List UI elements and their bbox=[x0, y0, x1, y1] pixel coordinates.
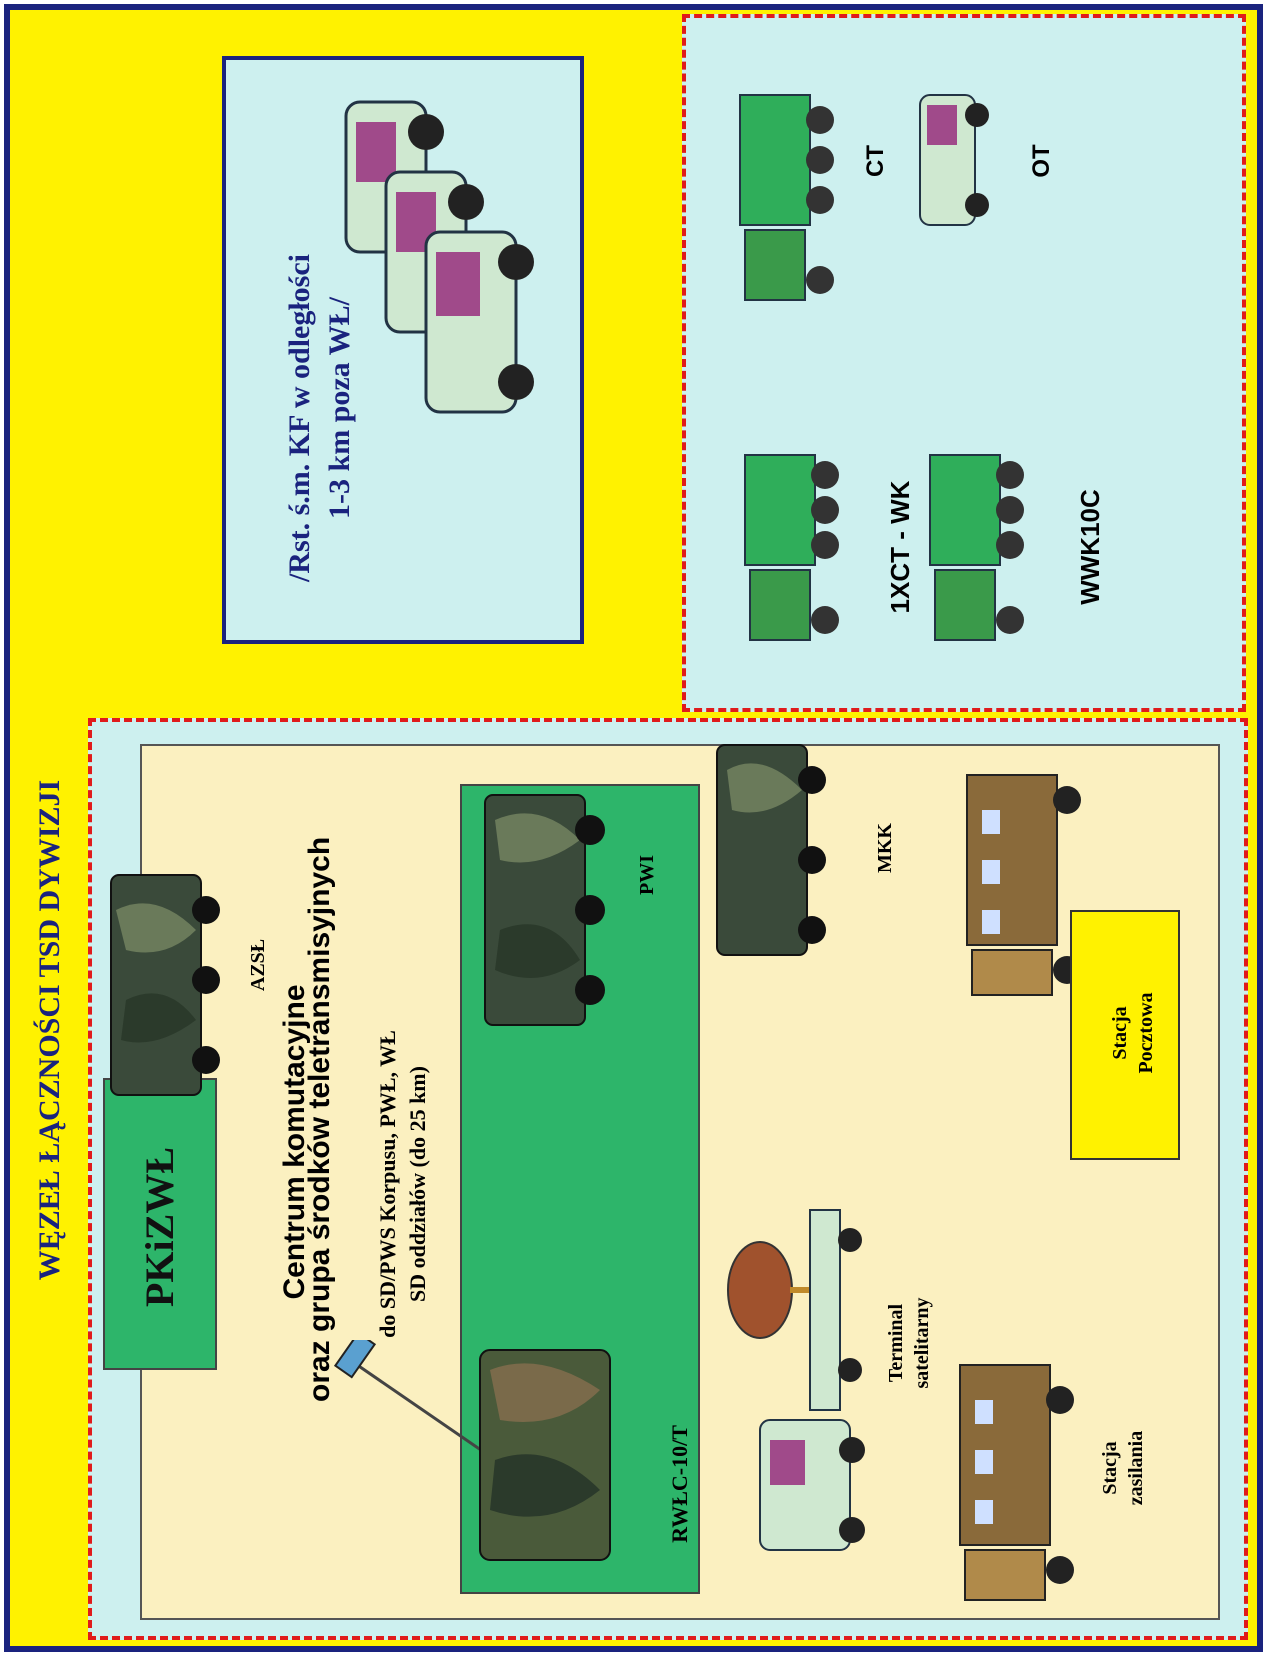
stacja-zasilania-truck-icon bbox=[955, 1360, 1085, 1610]
azsl-truck-icon bbox=[106, 870, 226, 1100]
terminal-line1: Terminal bbox=[883, 1283, 909, 1403]
do-sd-line2: SD oddziałów (do 25 km) bbox=[404, 994, 432, 1374]
mkk-truck-icon bbox=[712, 740, 832, 960]
ot-jeep-icon bbox=[915, 90, 995, 240]
label-1xct-wk: 1XCT - WK bbox=[883, 467, 917, 627]
label-pkizwl: PKiZWŁ bbox=[138, 1127, 182, 1327]
label-wwk10c: WWK10C bbox=[1073, 467, 1107, 627]
stacja-pocztowa-line1: Stacja bbox=[1107, 983, 1133, 1083]
label-ct: CT bbox=[861, 131, 891, 191]
label-rwlc: RWŁC-10/T bbox=[666, 1404, 694, 1564]
pwi-truck-icon bbox=[480, 790, 610, 1030]
diagram-title: WĘZEŁ ŁĄCZNOŚCI TSD DYWIZJI bbox=[30, 640, 70, 1420]
do-sd-line1: do SD/PWS Korpusu, PWŁ, WŁ bbox=[374, 994, 402, 1374]
rwlc-truck-icon bbox=[330, 1340, 620, 1570]
label-azsl: AZSŁ bbox=[245, 925, 271, 1005]
satellite-terminal-icon bbox=[715, 1200, 865, 1560]
ct-truck-icon bbox=[735, 90, 855, 310]
stacja-pocztowa-line2: Pocztowa bbox=[1133, 983, 1159, 1083]
label-pwi: PWI bbox=[634, 845, 660, 905]
stacja-zasilania-line1: Stacja bbox=[1097, 1418, 1123, 1518]
centrum-line2: oraz grupa środków teletransmisyjnych bbox=[303, 882, 337, 1402]
rst-line1: /Rst. ś.m. KF w odległości bbox=[282, 218, 318, 618]
wwk10c-truck-icon bbox=[925, 450, 1045, 650]
radio-jeep-group-icon bbox=[336, 92, 536, 422]
label-mkk: MKK bbox=[872, 818, 898, 878]
1xct-wk-truck-icon bbox=[740, 450, 860, 650]
stacja-zasilania-line2: zasilania bbox=[1123, 1418, 1149, 1518]
radio-jeep-3-icon bbox=[426, 232, 534, 412]
label-ot: OT bbox=[1027, 131, 1057, 191]
terminal-line2: satelitarny bbox=[909, 1283, 935, 1403]
